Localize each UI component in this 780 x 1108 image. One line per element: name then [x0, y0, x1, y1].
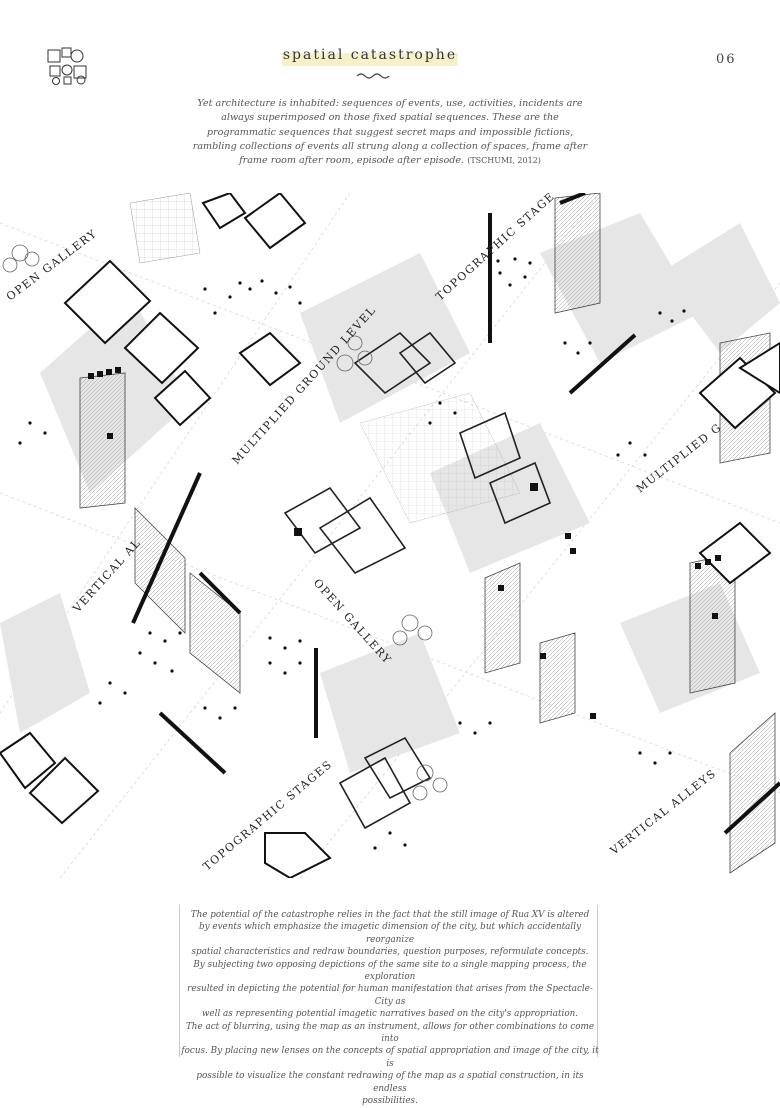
body-line: By subjecting two opposing depictions of… [193, 959, 587, 983]
right-divider [597, 905, 598, 1057]
page-title: spatial catastrophe [282, 47, 458, 63]
body-line: resulted in depicting the potential for … [187, 984, 593, 1007]
body-line: The potential of the catastrophe relies … [190, 910, 590, 920]
logo-glyph-icon [47, 47, 87, 85]
body-line: focus. By placing new lenses on the conc… [181, 1046, 599, 1069]
title-highlight [282, 53, 458, 66]
title-block: spatial catastrophe [282, 47, 458, 69]
body-line: spatial characteristics and redraw bound… [191, 947, 589, 958]
body-paragraph: The potential of the catastrophe relies … [180, 909, 600, 1108]
label-topographic-stage: TOPOGRAPHIC STAGE [433, 193, 557, 303]
squiggle-divider-icon [356, 73, 390, 79]
body-line: possibilities. [362, 1096, 418, 1107]
left-divider [179, 905, 180, 1057]
body-line: by events which emphasize the imagetic d… [198, 922, 582, 945]
page-number: 06 [716, 52, 737, 67]
label-vertical-alleys: VERTICAL ALLEYS [607, 767, 719, 858]
label-vertical-al: VERTICAL AL [70, 536, 144, 616]
body-line: The act of blurring, using the map as an… [185, 1021, 595, 1045]
quote-text: Yet architecture is inhabited: sequences… [192, 98, 588, 167]
intro-quote: Yet architecture is inhabited: sequences… [190, 97, 590, 168]
body-line: possible to visualize the constant redra… [196, 1071, 584, 1094]
axonometric-map: OPEN GALLERY TOPOGRAPHIC STAGE MULTIPLIE… [0, 193, 780, 878]
quote-citation: (TSCHUMI, 2012) [467, 156, 541, 166]
map-structure [0, 193, 780, 878]
body-line: well as representing potential imagetic … [201, 1009, 579, 1020]
label-open-gallery-center: OPEN GALLERY [311, 576, 394, 667]
